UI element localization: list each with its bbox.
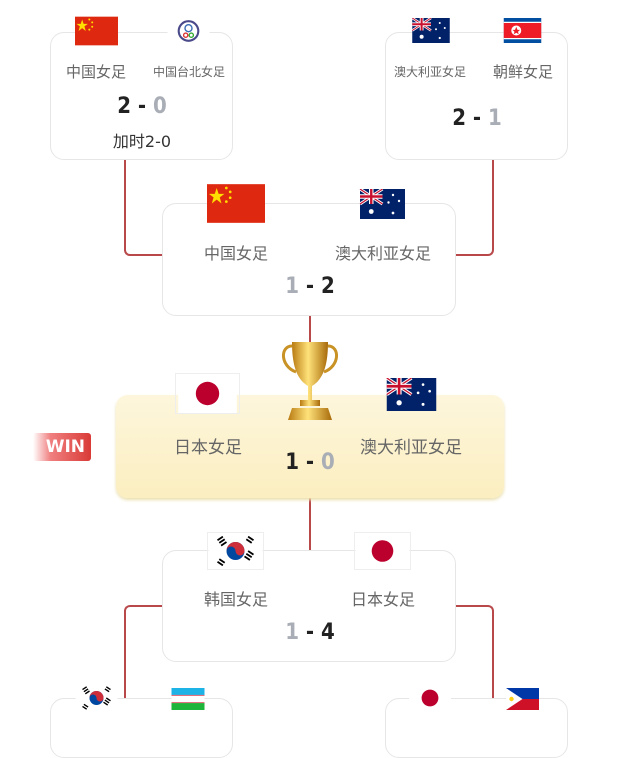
flag-australia-icon: [379, 378, 444, 411]
flag-china-icon: [75, 16, 118, 46]
bracket-connector: [124, 605, 162, 700]
team-name: 日本女足: [174, 438, 242, 458]
team-name: 澳大利亚女足: [393, 65, 467, 79]
flag-south-korea-icon: [207, 532, 264, 570]
match-score: 1 - 4: [285, 620, 335, 645]
bracket-connector: [456, 160, 494, 256]
team-name: 朝鲜女足: [492, 63, 554, 81]
team-name: 韩国女足: [203, 590, 269, 609]
flag-japan-icon: [175, 373, 240, 414]
team-name: 中国女足: [65, 63, 127, 81]
match-score: 2 - 1: [452, 106, 502, 131]
team-name: 中国台北女足: [152, 65, 226, 79]
match-card-qf1[interactable]: [50, 32, 233, 160]
flag-south-korea-icon: [75, 684, 118, 712]
bracket-connector: [124, 160, 162, 256]
bracket-connector: [309, 316, 311, 342]
match-card-qf2[interactable]: [385, 32, 568, 160]
flag-australia-icon: [409, 18, 453, 43]
bracket-connector: [456, 605, 494, 700]
flag-chinese-taipei-icon: [167, 17, 210, 45]
match-score: 1 - 0: [285, 450, 335, 475]
match-score: 1 - 2: [285, 274, 335, 299]
bracket-connector: [309, 498, 311, 550]
flag-china-icon: [207, 184, 265, 223]
flag-philippines-icon: [500, 688, 545, 710]
flag-north-korea-icon: [500, 18, 545, 43]
team-name: 澳大利亚女足: [360, 438, 462, 458]
trophy-icon: [282, 342, 338, 420]
win-badge: WIN: [33, 433, 91, 461]
flag-australia-icon: [353, 189, 412, 219]
flag-uzbekistan-icon: [166, 688, 210, 710]
flag-japan-icon: [408, 684, 452, 712]
team-name: 中国女足: [203, 244, 269, 263]
extra-time-note: 加时2-0: [112, 132, 172, 151]
team-name: 日本女足: [350, 590, 416, 609]
team-name: 澳大利亚女足: [334, 244, 432, 263]
flag-japan-icon: [354, 532, 411, 570]
match-score: 2 - 0: [117, 94, 167, 119]
